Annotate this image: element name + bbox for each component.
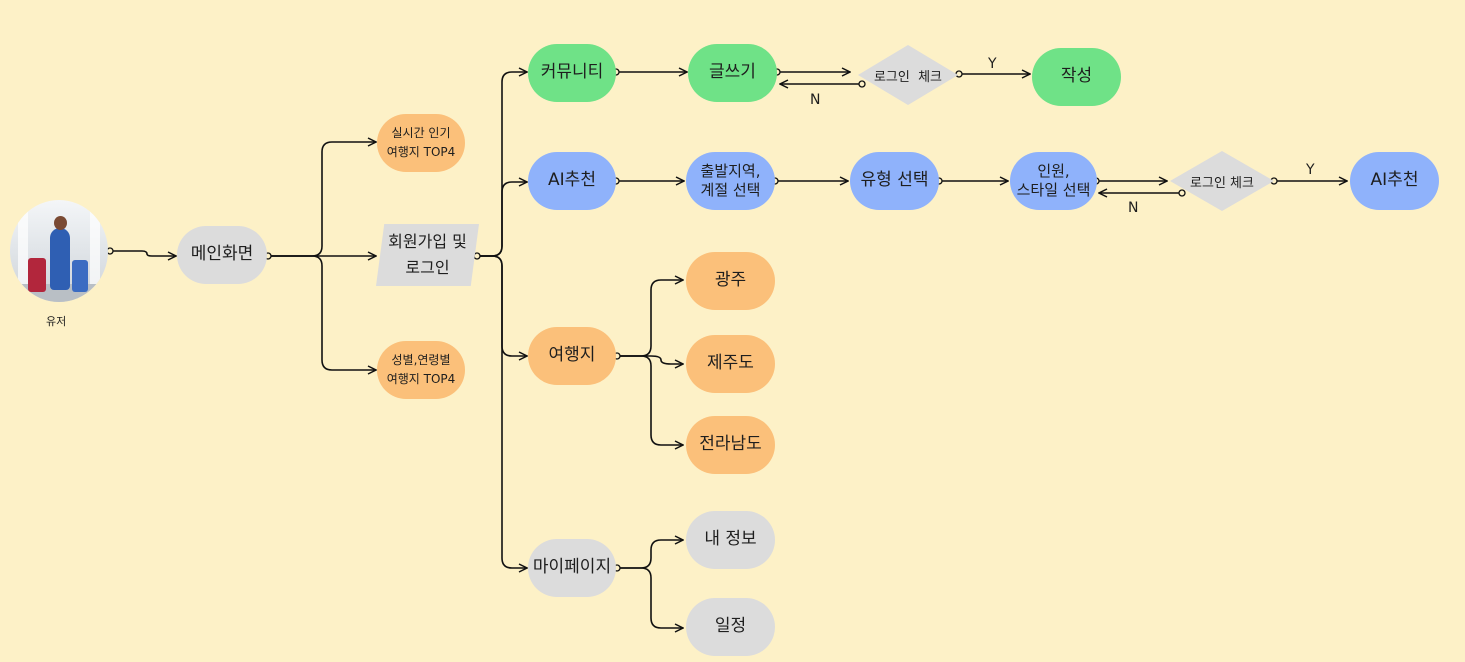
- edge-label-no-2: N: [1128, 200, 1138, 216]
- node-type-select-label: 유형 선택: [861, 170, 929, 191]
- node-mypage[interactable]: 마이페이지: [528, 539, 616, 597]
- node-mypage-label: 마이페이지: [533, 557, 611, 578]
- node-ai-recommend-label: AI추천: [548, 170, 596, 191]
- edge-mypage-myinfo: [618, 540, 683, 568]
- edge-label-yes-1: Y: [988, 56, 997, 72]
- node-gender-age-top4[interactable]: 성별,연령별 여행지 TOP4: [377, 341, 465, 399]
- edge-user-main: [111, 251, 176, 256]
- edge-label-no-1: N: [810, 92, 820, 108]
- node-realtime-top4-label: 실시간 인기 여행지 TOP4: [387, 124, 456, 161]
- node-jeju-label: 제주도: [707, 353, 754, 374]
- node-login-check-1[interactable]: 로그인 체크: [858, 45, 958, 105]
- node-origin-season-label: 출발지역, 계절 선택: [701, 162, 761, 200]
- node-gwangju[interactable]: 광주: [686, 252, 775, 310]
- node-schedule-label: 일정: [715, 616, 746, 637]
- node-jeju[interactable]: 제주도: [686, 335, 775, 393]
- edge-destination-gwangju: [618, 280, 683, 356]
- node-destination-label: 여행지: [549, 345, 596, 366]
- edge-main-gender: [270, 256, 376, 370]
- node-my-info-label: 내 정보: [704, 529, 756, 550]
- edge-destination-jeonnam: [618, 356, 683, 445]
- node-signup-login-label: 회원가입 및 로그인: [376, 224, 479, 286]
- user-avatar: [10, 200, 108, 302]
- node-community-label: 커뮤니티: [541, 62, 604, 83]
- node-write-label: 글쓰기: [709, 62, 756, 83]
- node-type-select[interactable]: 유형 선택: [850, 152, 939, 210]
- node-gender-age-top4-label: 성별,연령별 여행지 TOP4: [387, 351, 456, 388]
- node-ai-recommend[interactable]: AI추천: [528, 152, 616, 210]
- node-schedule[interactable]: 일정: [686, 598, 775, 656]
- node-main-screen[interactable]: 메인화면: [177, 226, 267, 284]
- node-post-label: 작성: [1061, 66, 1092, 87]
- node-jeonnam[interactable]: 전라남도: [686, 416, 775, 474]
- node-login-check-2[interactable]: 로그인 체크: [1170, 151, 1274, 211]
- edge-main-realtime: [270, 142, 376, 256]
- edge-signup-ai: [478, 182, 527, 256]
- user-label: 유저: [46, 313, 66, 329]
- node-community[interactable]: 커뮤니티: [528, 44, 616, 102]
- node-jeonnam-label: 전라남도: [699, 434, 762, 455]
- node-post[interactable]: 작성: [1032, 48, 1121, 106]
- node-destination[interactable]: 여행지: [528, 327, 616, 385]
- edge-signup-mypage: [478, 256, 527, 568]
- edge-mypage-schedule: [618, 568, 683, 628]
- node-write[interactable]: 글쓰기: [688, 44, 777, 102]
- node-signup-login[interactable]: 회원가입 및 로그인: [376, 224, 479, 286]
- node-main-screen-label: 메인화면: [191, 244, 254, 265]
- node-login-check-2-label: 로그인 체크: [1170, 151, 1274, 211]
- node-gwangju-label: 광주: [715, 270, 746, 291]
- node-ai-recommend-result-label: AI추천: [1371, 170, 1419, 191]
- node-origin-season-select[interactable]: 출발지역, 계절 선택: [686, 152, 775, 210]
- node-people-style-label: 인원, 스타일 선택: [1017, 162, 1091, 200]
- node-ai-recommend-result[interactable]: AI추천: [1350, 152, 1439, 210]
- node-realtime-top4[interactable]: 실시간 인기 여행지 TOP4: [377, 114, 465, 172]
- edge-label-yes-2: Y: [1306, 162, 1315, 178]
- node-my-info[interactable]: 내 정보: [686, 511, 775, 569]
- node-people-style-select[interactable]: 인원, 스타일 선택: [1010, 152, 1097, 210]
- node-login-check-1-label: 로그인 체크: [858, 45, 958, 105]
